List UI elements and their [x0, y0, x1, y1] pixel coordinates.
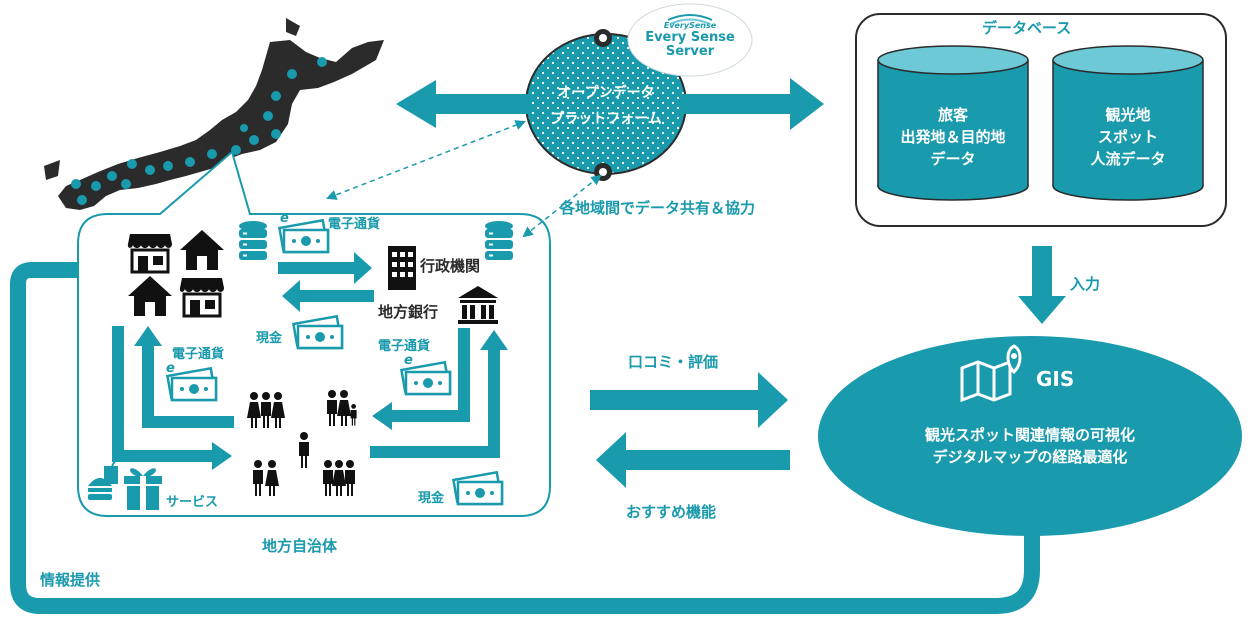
gis-ellipse [818, 336, 1242, 536]
platform-left-arrow [396, 80, 530, 128]
flow-people-to-stores [142, 340, 234, 428]
info-provision-label: 情報提供 [40, 571, 101, 589]
database-cylinder-2-label: 観光地 スポット 人流データ [1053, 104, 1203, 170]
cylinder1-line1: 旅客 [937, 106, 968, 124]
recommend-label: おすすめ機能 [626, 503, 717, 521]
cash-label-1: 現金 [256, 331, 283, 346]
flow-to-government-arrow [278, 252, 372, 284]
flow-stores-to-people-head [212, 442, 232, 470]
reviews-label: 口コミ・評価 [628, 353, 719, 371]
japan-map-icon [44, 18, 384, 210]
everysense-logo-icon [667, 14, 713, 25]
cylinder1-line3: データ [930, 150, 976, 168]
local-bank-label: 地方銀行 [378, 303, 439, 321]
office-building-icon [388, 246, 416, 290]
dashed-link-left [326, 120, 526, 200]
e-currency-label-2: 電子通貨 [172, 347, 225, 362]
cylinder2-line2: スポット [1097, 128, 1158, 146]
gis-line1: 観光スポット関連情報の可視化 [924, 426, 1135, 444]
dashed-link-right [522, 174, 602, 238]
sharing-label: 各地域間でデータ共有＆協力 [560, 199, 756, 217]
gis-description: 観光スポット関連情報の可視化 デジタルマップの経路最適化 [870, 424, 1190, 468]
gift-icon [124, 468, 162, 510]
cylinder2-line1: 観光地 [1105, 106, 1151, 124]
server-logo-text: EverySense [663, 21, 717, 30]
e-mark-1: e [280, 211, 289, 226]
e-currency-label-3: 電子通貨 [378, 339, 431, 354]
input-label: 入力 [1070, 275, 1101, 293]
database-icon [238, 220, 268, 261]
food-icon [88, 455, 119, 500]
cash-label-2: 現金 [418, 491, 445, 506]
cylinder2-line3: 人流データ [1090, 150, 1166, 168]
platform-title-line2: プラットフォーム [550, 111, 662, 127]
flow-people-to-bank-head [480, 330, 508, 350]
map-pin-icon [960, 344, 1022, 403]
input-arrow [1018, 246, 1066, 324]
bank-icon [458, 286, 498, 324]
e-mark-3: e [404, 353, 413, 368]
server-name-line1: Every Sense [645, 29, 735, 45]
e-currency-label-1: 電子通貨 [328, 217, 381, 232]
gis-line2: デジタルマップの経路最適化 [932, 448, 1128, 466]
platform-right-arrow [682, 78, 824, 130]
server-badge-text: EverySense Every Sense Server [628, 21, 752, 60]
flow-bank-to-people [388, 328, 470, 422]
gis-title: GIS [1036, 367, 1075, 391]
info-return-loop [9, 262, 1040, 614]
cylinder1-line2: 出発地＆目的地 [900, 128, 1006, 146]
platform-title: オープンデータ プラットフォーム [526, 80, 686, 132]
server-badge [627, 3, 753, 77]
server-name-line2: Server [665, 44, 715, 60]
government-label: 行政機関 [420, 257, 481, 275]
recommend-arrow [596, 432, 790, 488]
service-label: サービス [166, 495, 219, 510]
database-cylinder-2 [1052, 45, 1204, 201]
flow-people-to-bank [370, 346, 500, 458]
connector-top-icon [594, 29, 612, 47]
flow-bank-to-people-head [372, 402, 392, 430]
reviews-arrow [590, 372, 788, 428]
database-cylinder-1-label: 旅客 出発地＆目的地 データ [878, 104, 1028, 170]
flow-people-to-stores-head [134, 326, 162, 346]
database-title: データベース [982, 19, 1072, 37]
municipality-label: 地方自治体 [262, 537, 338, 555]
platform-title-line1: オープンデータ [557, 85, 655, 101]
database-icon [484, 220, 514, 261]
flow-to-stores-arrow [282, 280, 374, 312]
e-mark-2: e [166, 361, 175, 376]
database-cylinder-1 [877, 45, 1029, 201]
